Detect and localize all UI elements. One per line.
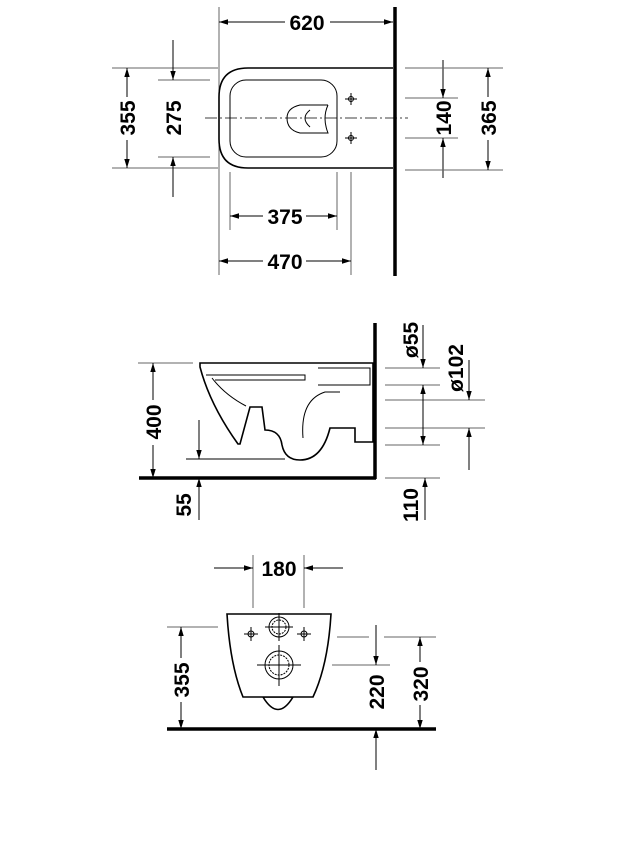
dim-110: 110 xyxy=(400,488,423,522)
side-view: 400 55 ø55 ø102 110 xyxy=(138,322,485,522)
dim-355-top: 355 xyxy=(117,100,140,135)
seat-opening xyxy=(229,79,338,158)
top-view: 620 355 275 140 365 375 xyxy=(112,7,503,276)
mounting-hole-icon xyxy=(244,613,311,686)
dim-320: 320 xyxy=(410,666,433,701)
dim-620: 620 xyxy=(289,12,324,35)
dim-220: 220 xyxy=(366,674,389,709)
trap-front xyxy=(261,696,295,711)
dim-55: 55 xyxy=(173,493,196,517)
dim-375: 375 xyxy=(267,206,302,229)
dim-400: 400 xyxy=(143,404,166,439)
bowl-side-outline xyxy=(199,362,374,461)
bolt-hole-icon xyxy=(345,93,357,144)
dim-pipe-55: ø55 xyxy=(400,322,423,359)
front-view: 180 355 220 320 xyxy=(167,555,436,770)
dim-355-front: 355 xyxy=(171,662,194,697)
dim-pipe-102: ø102 xyxy=(445,344,468,392)
dim-365: 365 xyxy=(478,100,501,135)
dim-180: 180 xyxy=(261,558,296,581)
dim-470: 470 xyxy=(267,251,302,274)
dim-275: 275 xyxy=(163,100,186,135)
dim-140: 140 xyxy=(433,100,456,135)
